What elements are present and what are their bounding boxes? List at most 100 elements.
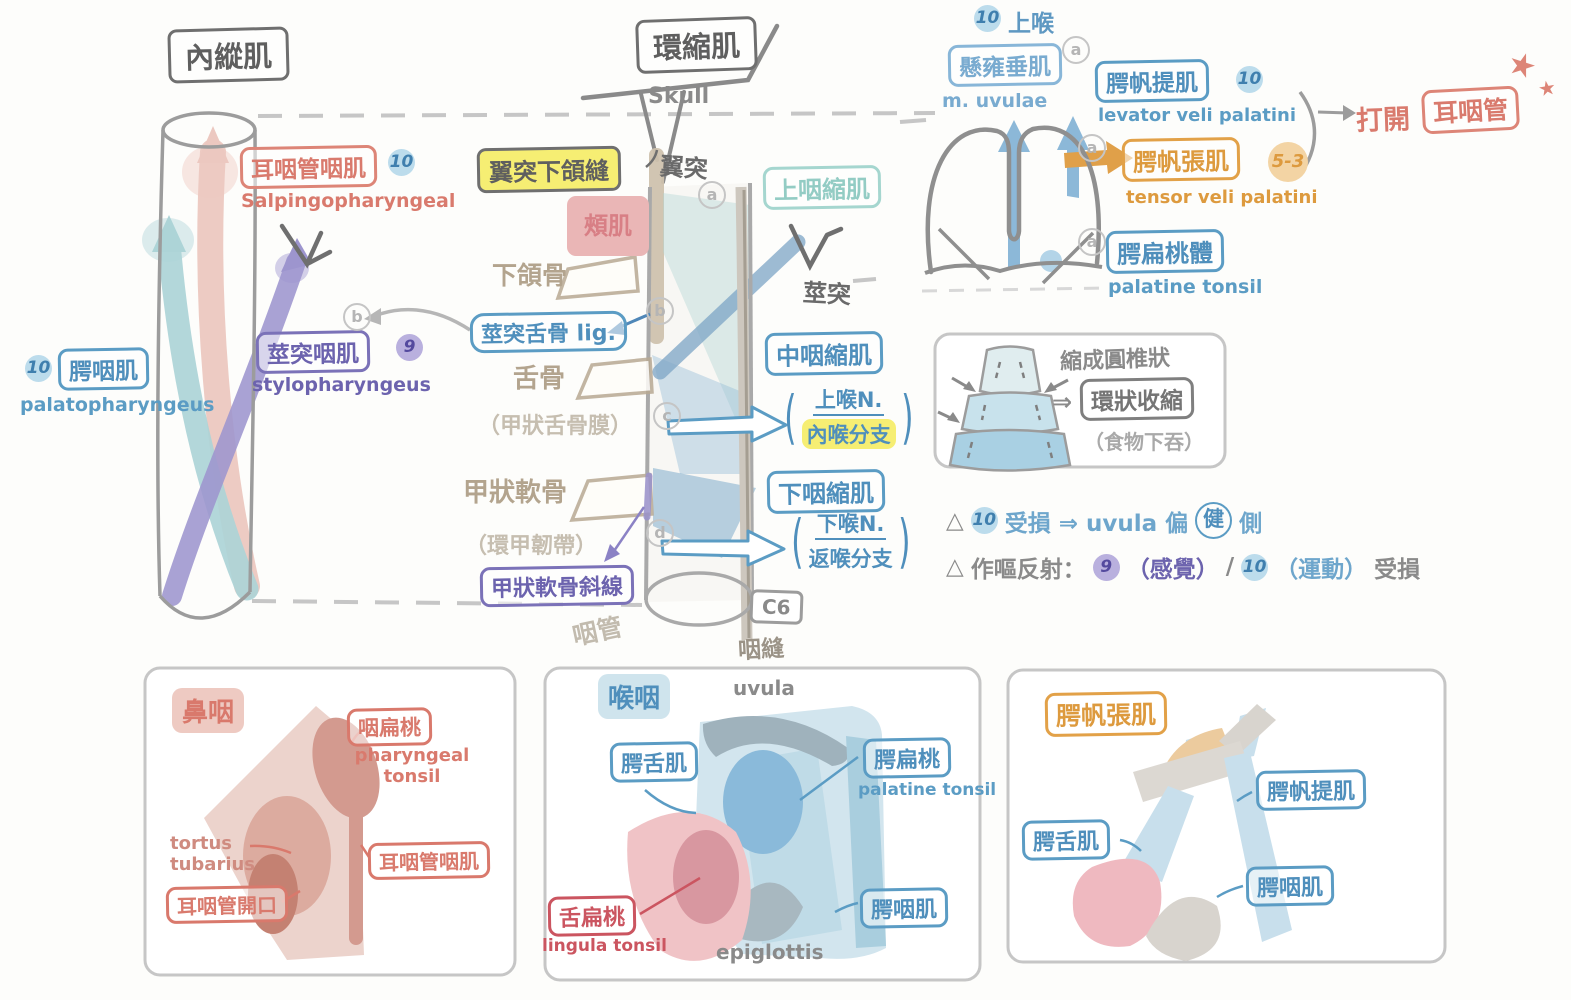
uvulae-nerve-text: 上喉 [1008,11,1054,37]
superior-constrictor-label: 上咽縮肌 [762,164,882,211]
panel3-tag-tensor: 腭帆張肌 [1044,690,1168,738]
marker-b-left: b [343,303,371,331]
palatopharyngeus-panel2-label: 腭咽肌 [859,887,949,929]
marker-a-mid: a [698,181,726,209]
styloid-process-label: 莖突 [802,278,852,310]
mandible-label: 下頜骨 [492,261,568,290]
marker-a-uvulae: a [1062,36,1090,64]
palatopharyngeus-en-label: palatopharyngeus [20,394,215,416]
salpingopharyngeus-en-label: Salpingopharyngeal [241,190,456,212]
note-triangle: △ [946,507,964,534]
mid-pharynx-figure [364,23,877,641]
torus-tubarius-label: tortus tubarius [170,833,256,875]
note2-separator: / [1225,554,1235,580]
note2-badge-9: 9 [1092,553,1120,581]
salpingopharyngeus-panel-label: 耳咽管咽肌 [367,840,491,881]
palatopharyngeus-zh-label: 腭咽肌 [57,347,150,391]
levator-veli-palatini-zh-label: 腭帆提肌 [1094,59,1210,103]
epiglottis-label: epiglottis [716,940,824,964]
lingual-tonsil-zh-label: 舌扁桃 [547,895,637,937]
eustachian-tube-box: 耳咽管 [1420,85,1521,135]
levator-veli-palatini-en-label: levator veli palatini [1098,105,1297,126]
marker-a-tensor: a [1078,134,1106,162]
thyroid-cartilage-label: 甲狀軟骨 [463,478,568,508]
palatine-tonsil-zh-label: 腭扁桃體 [1105,228,1225,275]
note2-badge-10: 10 [1241,553,1269,581]
stylopharyngeus-zh-label: 莖突咽肌 [255,330,371,374]
stylopharyngeus-nerve-badge: 9 [396,334,423,361]
constrict-line2: （食物下吞） [1084,430,1204,454]
skull-label: Skull [648,84,710,109]
panel2-tag-pharynx: 喉咽 [598,674,671,719]
marker-c-mid: c [653,402,681,430]
note1-text-end: 側 [1239,510,1263,537]
note2-motor: （運動） [1275,557,1368,583]
left-pharynx-tube-figure [142,111,333,620]
levator-nerve-badge: 10 [1236,66,1263,93]
stylopharyngeus-en-label: stylopharyngeus [252,374,431,396]
middle-column-title: 環縮肌 [635,15,758,75]
marker-b-mid: b [646,297,674,325]
note2-text1: 作嘔反射： [970,557,1086,583]
note-uvula-deviation: △ 10 受損 ⇒ uvula 偏 健 側 [946,502,1262,539]
salpingopharyngeus-zh-label: 耳咽管咽肌 [239,144,378,190]
note-gag-reflex: △ 作嘔反射： 9 （感覺） / 10 （運動） 受損 [946,550,1420,584]
constrict-line1: 縮成圓椎狀 [1059,346,1171,375]
pharyngeal-tonsil-zh-label: 咽扁桃 [346,707,433,747]
thyrohyoid-membrane-label: （甲狀舌骨膜） [478,414,633,439]
constrict-boxed-term: 環狀收縮 [1079,377,1195,421]
uvulae-nerve-badge: 10 [974,5,1001,32]
internal-branch-text: 內喉分支 [801,419,896,449]
tensor-veli-palatini-en-label: tensor veli palatini [1126,187,1318,208]
palatopharyngeus-nerve-badge: 10 [25,355,52,382]
superior-laryngeal-n-text: 上喉N. [812,384,885,416]
left-column-title: 內縱肌 [167,26,290,84]
marker-a-tonsil: a [1078,228,1106,256]
cricothyroid-ligament-label: （環甲韌帶） [465,534,598,559]
dashed-guides [251,111,1106,607]
palatine-tonsil-panel2-zh-label: 腭扁桃 [862,737,952,779]
pterygomandibular-raphe-label: 翼突下頜縫 [476,145,622,194]
inferior-laryngeal-nerve-label: ( 下喉N. 返喉分支 ) [786,508,915,573]
note1-circled-char: 健 [1195,502,1233,539]
tube-opening-label: 耳咽管開口 [165,884,289,925]
pharyngeal-tonsil-en-label: pharyngeal tonsil [354,745,470,787]
paren-open: ( [791,506,804,575]
pharyngeal-raphe-label: 咽縫 [737,635,785,665]
musculus-uvulae-en-label: m. uvulae [942,90,1048,112]
paren-close: ) [897,506,911,575]
note2-sensory: （感覺） [1126,557,1219,583]
palatoglossus-panel3-label: 腭舌肌 [1021,819,1111,861]
lingual-tonsil-en-label: lingula tonsil [542,936,667,956]
musculus-uvulae-zh-label: 懸雍垂肌 [947,43,1063,87]
marker-d-mid: d [646,519,674,547]
note2-text-end: 受損 [1374,557,1421,583]
panel1-tag-nasopharynx: 鼻咽 [172,688,245,733]
stylohyoid-ligament-label: 莖突舌骨 lig. [469,310,628,354]
levator-panel3-label: 腭帆提肌 [1255,769,1367,811]
buccinator-label: 頰肌 [567,196,649,256]
paren-open: ( [784,382,797,451]
tensor-badge: 5-3 [1268,142,1308,182]
palatoglossus-panel2-label: 腭舌肌 [609,741,699,783]
recurrent-branch-text: 返喉分支 [808,547,893,571]
palatine-tonsil-panel2-en-label: palatine tonsil [858,780,997,800]
palatopharyngeus-panel3-label: 腭咽肌 [1245,865,1335,907]
inferior-laryngeal-n-text: 下喉N. [814,508,887,540]
uvula-label: uvula [733,676,795,700]
note1-text: 受損 ⇒ uvula 偏 [1004,510,1189,537]
note-triangle: △ [946,554,964,580]
palatine-tonsil-en-label: palatine tonsil [1108,276,1263,298]
panel2-oropharynx-drawing [627,706,886,961]
pterygoid-process-label: 翼突 [658,152,709,184]
hyoid-label: 舌骨 [513,364,566,394]
tensor-veli-palatini-zh-label: 腭帆張肌 [1121,136,1241,183]
c6-level-label: C6 [749,589,804,625]
middle-constrictor-label: 中咽縮肌 [764,330,884,377]
salpingopharyngeus-nerve-badge: 10 [388,149,415,176]
superior-laryngeal-nerve-label: ( 上喉N. 內喉分支 ) [779,384,918,449]
open-tube-prefix: 打開 [1355,104,1411,137]
note1-badge-10: 10 [970,507,998,534]
thyroid-oblique-line-label: 甲狀軟骨斜線 [479,564,635,608]
